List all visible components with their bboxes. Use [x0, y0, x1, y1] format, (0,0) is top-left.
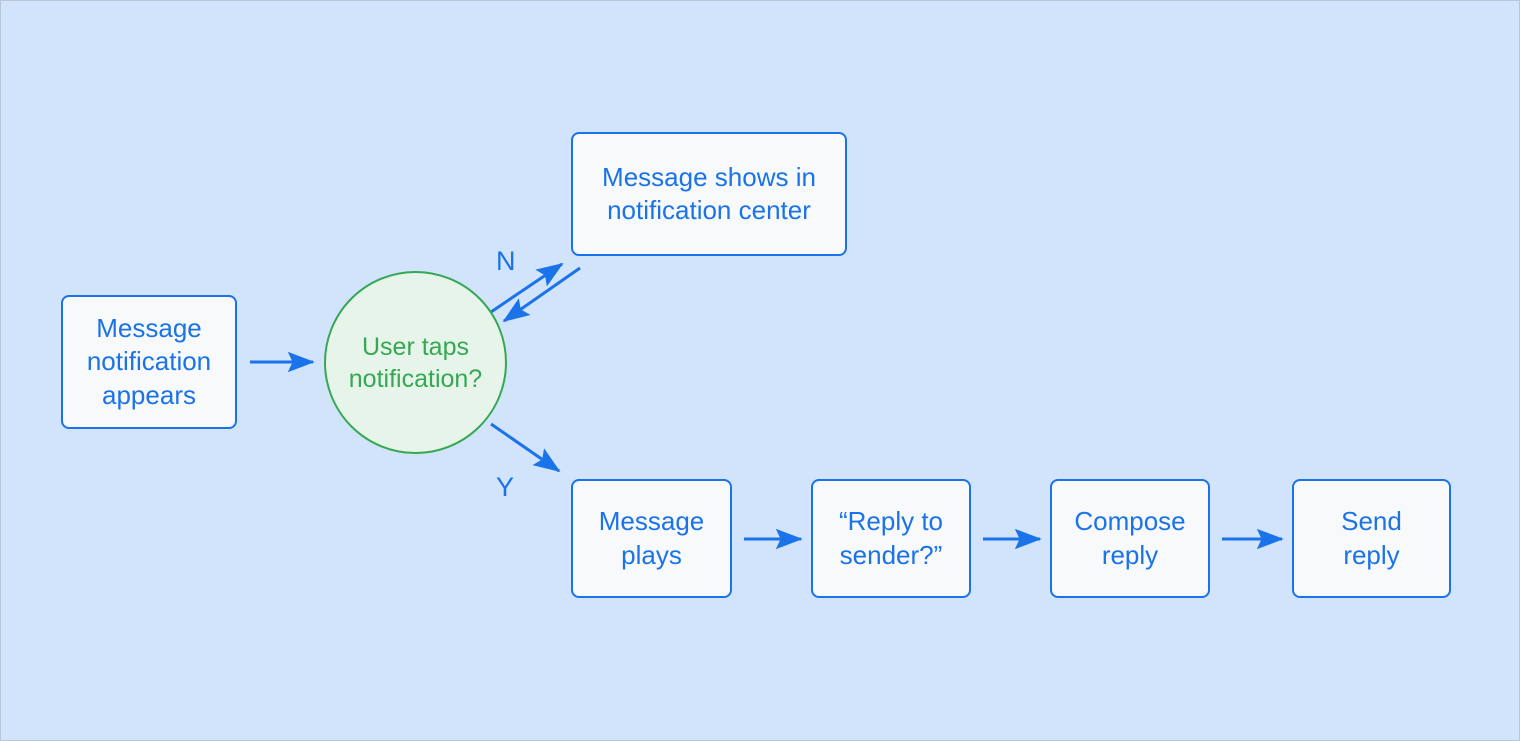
node-message-notification-appears[interactable]: Message notification appears: [61, 295, 237, 429]
node-send-reply[interactable]: Send reply: [1292, 479, 1451, 598]
node-message-plays[interactable]: Message plays: [571, 479, 732, 598]
edge-label-yes: Y: [496, 472, 515, 502]
edge-decision-yes-to-message-plays: [490, 422, 561, 473]
node-user-taps-notification[interactable]: User taps notification?: [324, 271, 507, 454]
node-reply-to-sender[interactable]: “Reply to sender?”: [811, 479, 971, 598]
edge-label-no: N: [496, 246, 516, 276]
node-message-shows-in-notification-center[interactable]: Message shows in notification center: [571, 132, 847, 256]
node-compose-reply[interactable]: Compose reply: [1050, 479, 1210, 598]
